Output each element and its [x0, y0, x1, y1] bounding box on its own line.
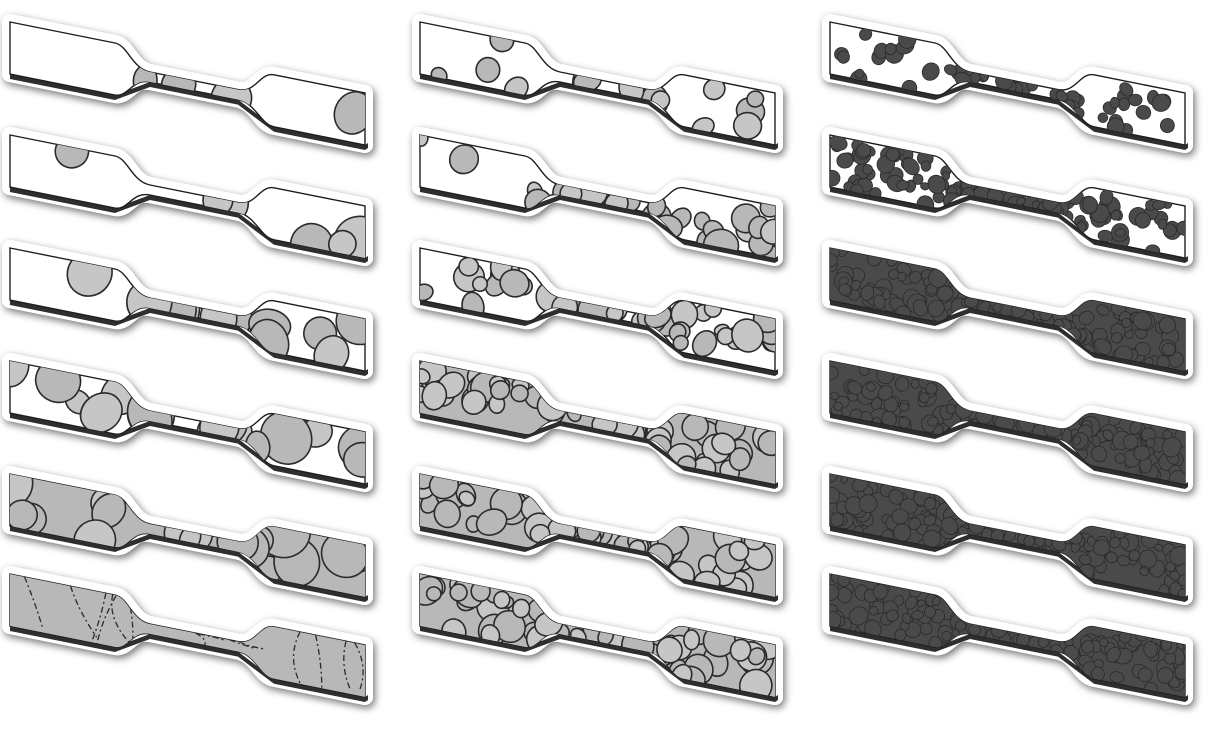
dogbone-specimen	[420, 22, 778, 150]
dogbone-specimen	[830, 22, 1188, 150]
column-2	[405, 22, 792, 707]
dogbone-specimen	[10, 22, 380, 150]
column-3	[820, 22, 1194, 702]
dogbone-specimen	[412, 248, 792, 376]
dogbone-specimen	[10, 242, 385, 380]
dogbone-specimen	[821, 243, 1188, 376]
dogbone-specimen	[405, 354, 786, 489]
dogbone-specimen	[822, 134, 1194, 263]
column-1	[0, 22, 390, 702]
dogbone-specimen	[824, 361, 1194, 490]
